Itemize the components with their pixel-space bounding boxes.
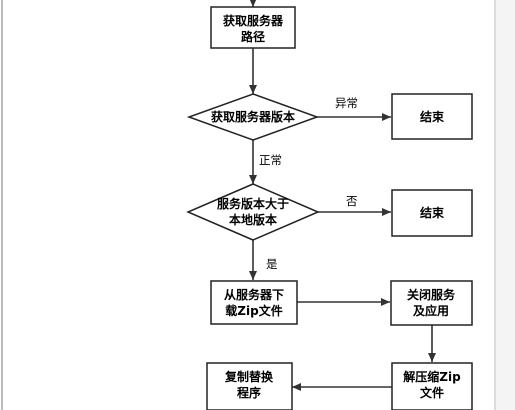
node-replace-program-line2: 程序 — [237, 385, 261, 400]
page-margin-right — [496, 0, 515, 410]
decision-get-server-version-label: 获取服务器版本 — [210, 109, 295, 124]
node-end-1-label: 结束 — [420, 109, 445, 124]
node-end-1: 结束 — [391, 93, 473, 140]
node-replace-program-line1: 复制替换 — [224, 369, 274, 384]
edge-label-yes: 是 — [266, 257, 278, 271]
node-download-zip-line1: 从服务器下 — [224, 287, 284, 302]
decision-get-server-version: 获取服务器版本 — [186, 93, 320, 141]
node-replace-program: 复制替换 程序 — [206, 362, 293, 410]
edge-label-normal: 正常 — [259, 153, 282, 167]
node-close-service-line1: 关闭服务 — [407, 287, 456, 302]
node-unzip-line1: 解压缩Zip — [403, 369, 461, 384]
node-get-server-path-line2: 路径 — [241, 29, 265, 44]
node-end-2: 结束 — [391, 189, 473, 237]
node-close-service-line2: 及应用 — [413, 303, 449, 318]
edge-label-no: 否 — [346, 194, 358, 208]
node-close-service: 关闭服务 及应用 — [390, 280, 473, 326]
node-unzip-line2: 文件 — [420, 385, 444, 400]
decision-version-greater: 服务版本大于 本地版本 — [186, 183, 320, 241]
node-download-zip-line2: 载Zip文件 — [225, 303, 282, 318]
decision-version-greater-line2: 本地版本 — [229, 212, 277, 227]
edge-label-abnormal: 异常 — [335, 96, 358, 110]
node-unzip: 解压缩Zip 文件 — [391, 362, 473, 410]
node-end-2-label: 结束 — [420, 205, 445, 220]
node-download-zip: 从服务器下 载Zip文件 — [210, 280, 298, 325]
node-get-server-path: 获取服务器 路径 — [210, 6, 296, 49]
node-get-server-path-line1: 获取服务器 — [222, 13, 284, 28]
decision-version-greater-line1: 服务版本大于 — [217, 196, 289, 211]
